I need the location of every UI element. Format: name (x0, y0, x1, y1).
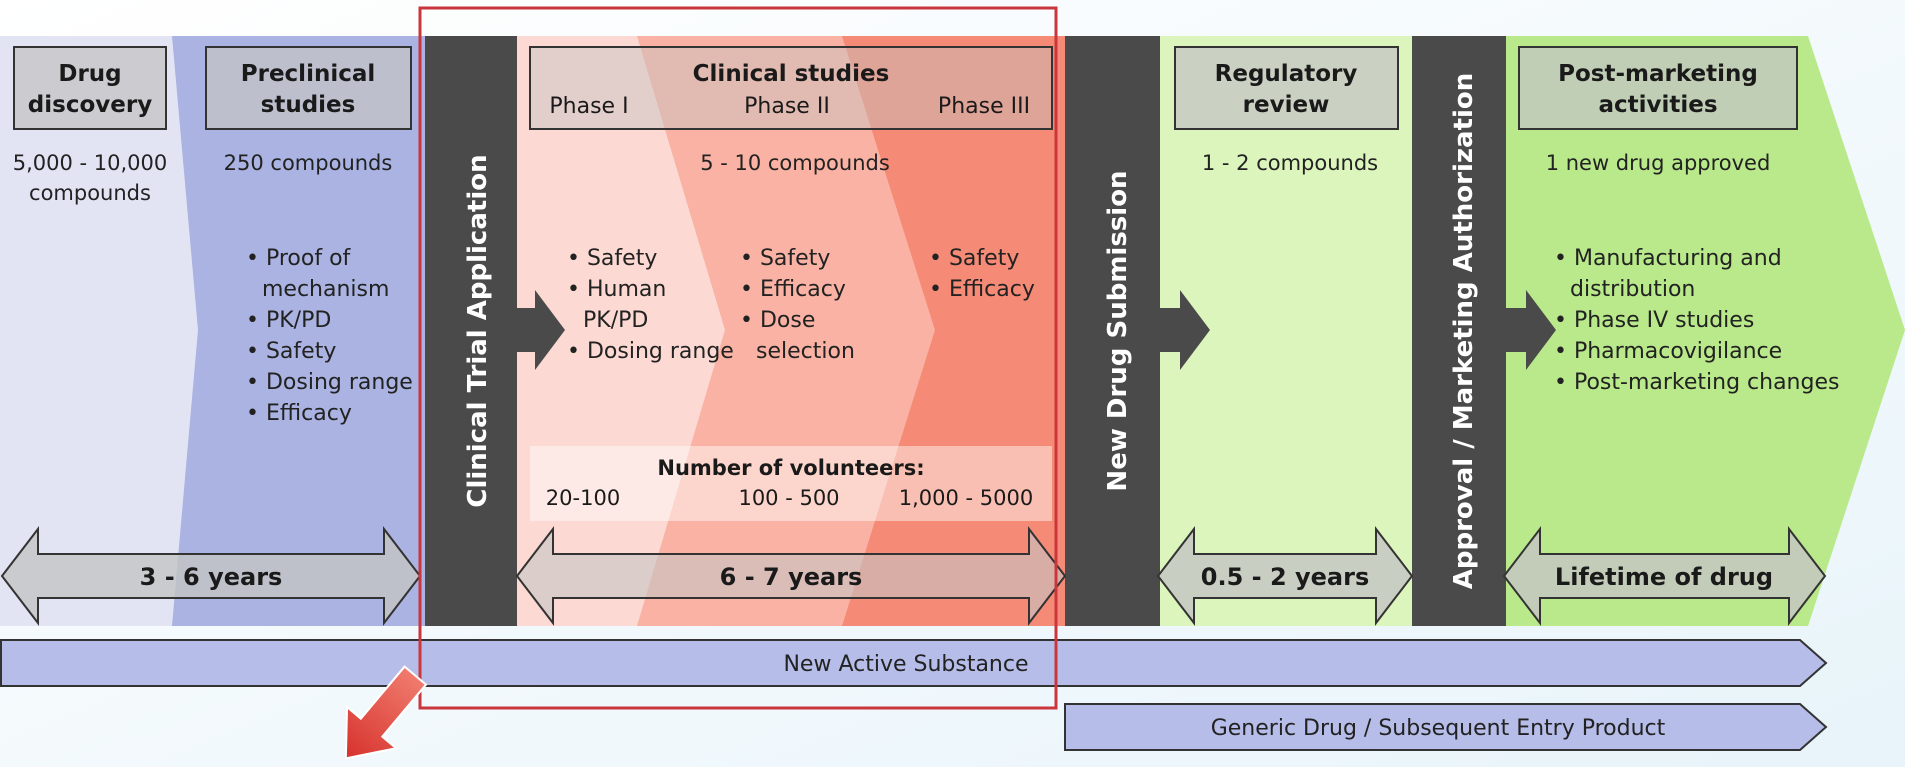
volunteers-title: Number of volunteers: (657, 456, 924, 480)
phase-one-label: Phase I (549, 94, 628, 119)
post-marketing-box: Post-marketing activities (1518, 46, 1798, 130)
clinical-count: 5 - 10 compounds (700, 151, 890, 175)
discovery-count-1: 5,000 - 10,000 (13, 151, 168, 175)
pointer-arrow-icon (344, 665, 428, 760)
phase3-bullet-1: • Safety (929, 246, 1019, 271)
phase2-bullet-3-cont: selection (756, 339, 855, 364)
volunteers-phase-three: 1,000 - 5000 (899, 486, 1034, 510)
clinical-studies-box: Clinical studies Phase I Phase II Phase … (529, 46, 1053, 130)
regulatory-review-title-1: Regulatory (1215, 61, 1358, 87)
phase3-bullet-2: • Efficacy (929, 277, 1035, 302)
cta-arrow-icon (513, 290, 565, 370)
post-marketing-bullet-1: • Manufacturing and (1554, 246, 1782, 271)
post-marketing-count: 1 new drug approved (1546, 151, 1771, 175)
duration-arrow-post-marketing: Lifetime of drug (1502, 526, 1827, 626)
phase2-bullet-1: • Safety (740, 246, 830, 271)
preclinical-bullet-1: • Proof of (246, 246, 352, 271)
phase1-bullet-1: • Safety (567, 246, 657, 271)
phase1-bullet-2: • Human (567, 277, 666, 302)
post-marketing-title-1: Post-marketing (1558, 61, 1758, 87)
phase1-bullet-3: • Dosing range (567, 339, 734, 364)
preclinical-title-1: Preclinical (241, 61, 376, 87)
highlight-frame (418, 6, 1058, 710)
new-active-substance-bar: New Active Substance (0, 639, 1828, 687)
phase-two-label: Phase II (744, 94, 830, 119)
nds-arrow-icon (1158, 290, 1210, 370)
phase2-bullet-3: • Dose (740, 308, 815, 333)
clinical-trial-application-label: Clinical Trial Application (463, 154, 493, 507)
post-marketing-bullet-3: • Pharmacovigilance (1554, 339, 1782, 364)
discovery-count-2: compounds (29, 181, 151, 205)
duration-label-clinical: 6 - 7 years (720, 563, 863, 591)
post-marketing-bullet-4: • Post-marketing changes (1554, 370, 1839, 395)
new-drug-submission-label: New Drug Submission (1103, 170, 1133, 491)
volunteers-box: Number of volunteers: 20-100 100 - 500 1… (530, 446, 1052, 521)
phase-three-band (842, 36, 1065, 626)
preclinical-band (172, 36, 425, 626)
duration-label-preclinical: 3 - 6 years (140, 563, 283, 591)
drug-discovery-title-1: Drug (58, 61, 121, 87)
phase-three-label: Phase III (938, 94, 1030, 119)
clinical-studies-title: Clinical studies (693, 61, 890, 87)
preclinical-count: 250 compounds (224, 151, 393, 175)
discovery-band (0, 36, 200, 626)
duration-label-post-marketing: Lifetime of drug (1555, 563, 1773, 591)
preclinical-bullet-4: • Dosing range (246, 370, 413, 395)
phase2-bullet-2: • Efficacy (740, 277, 846, 302)
regulatory-review-box: Regulatory review (1174, 46, 1399, 130)
preclinical-bullet-2: • PK/PD (246, 308, 331, 333)
post-marketing-bullet-2: • Phase IV studies (1554, 308, 1754, 333)
drug-discovery-title-2: discovery (28, 92, 152, 118)
regulatory-count: 1 - 2 compounds (1202, 151, 1378, 175)
generic-drug-bar: Generic Drug / Subsequent Entry Product (1064, 703, 1828, 751)
drug-discovery-box: Drug discovery (13, 46, 167, 130)
approval-label: Approval / Marketing Authorization (1449, 73, 1479, 590)
generic-drug-label: Generic Drug / Subsequent Entry Product (1211, 716, 1666, 741)
volunteers-phase-one: 20-100 (546, 486, 620, 510)
preclinical-box: Preclinical studies (205, 46, 412, 130)
phase1-bullet-2-cont: PK/PD (583, 308, 648, 333)
duration-arrow-clinical: 6 - 7 years (515, 526, 1067, 626)
post-marketing-bullet-1-cont: distribution (1570, 277, 1695, 302)
preclinical-bullet-1-cont: mechanism (262, 277, 389, 302)
approval-arrow-icon (1504, 290, 1556, 370)
new-active-substance-label: New Active Substance (783, 652, 1028, 677)
duration-arrow-review: 0.5 - 2 years (1156, 526, 1414, 626)
new-drug-submission-band (1065, 36, 1160, 626)
duration-label-review: 0.5 - 2 years (1201, 563, 1369, 591)
volunteers-phase-two: 100 - 500 (738, 486, 839, 510)
regulatory-review-title-2: review (1243, 92, 1330, 118)
post-marketing-band (1506, 36, 1905, 626)
clinical-trial-application-band (425, 36, 517, 626)
preclinical-bullet-3: • Safety (246, 339, 336, 364)
preclinical-title-2: studies (261, 92, 356, 118)
preclinical-bullet-5: • Efficacy (246, 401, 352, 426)
post-marketing-title-2: activities (1598, 92, 1717, 118)
approval-band (1412, 36, 1506, 626)
